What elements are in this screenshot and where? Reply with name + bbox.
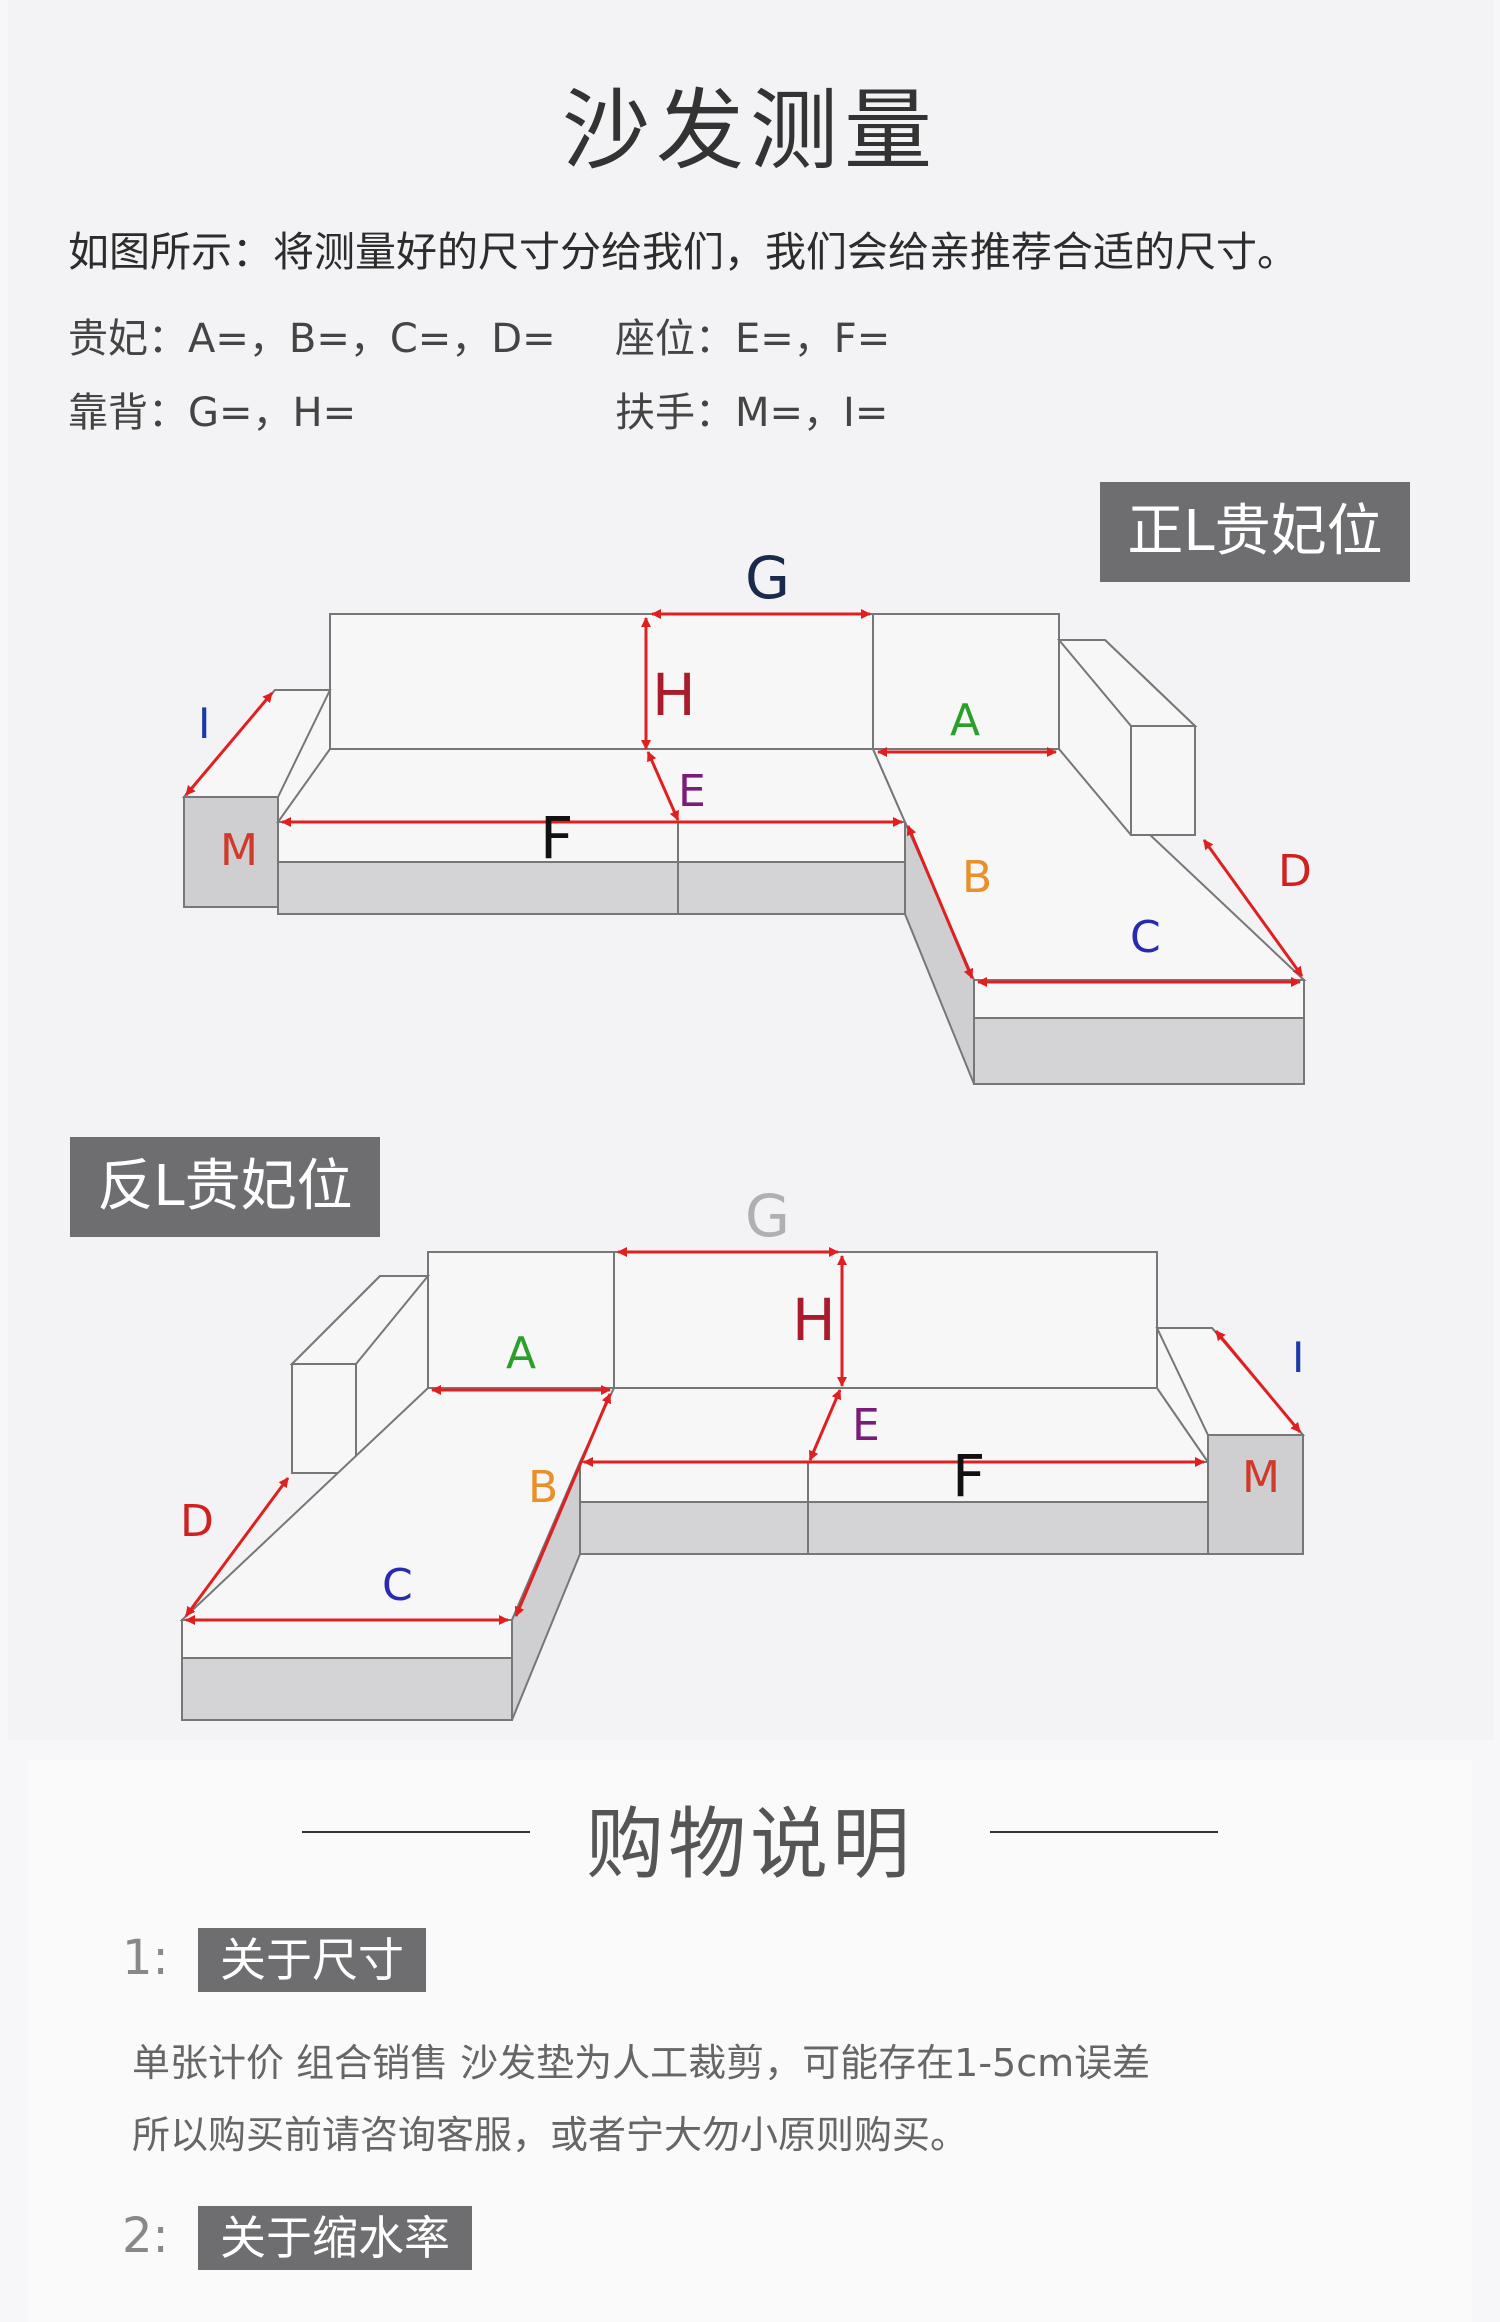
step1-badge: 关于尺寸	[198, 1928, 426, 1992]
label-E: E	[678, 766, 706, 817]
label-I: I	[1292, 1333, 1304, 1382]
label-F: F	[952, 1442, 985, 1510]
field-back: 靠背：G=，H=	[68, 390, 357, 436]
label-B: B	[528, 1462, 558, 1513]
label-H: H	[792, 1286, 836, 1354]
label-A: A	[506, 1328, 536, 1379]
field-chaise: 贵妃：A=，B=，C=，D=	[68, 316, 556, 362]
step1-line1: 单张计价 组合销售 沙发垫为人工裁剪，可能存在1-5cm误差	[132, 2041, 1151, 2085]
label-G: G	[745, 544, 790, 612]
label-D: D	[1278, 846, 1312, 897]
step2-number: 2:	[122, 2208, 169, 2264]
back-cushion-1	[427, 1251, 615, 1389]
step1-line2: 所以购买前请咨询客服，或者宁大勿小原则购买。	[132, 2113, 969, 2157]
shopping-title: 购物说明	[585, 1800, 914, 1890]
back-cushion-2	[613, 1251, 1158, 1389]
label-D: D	[180, 1496, 214, 1547]
field-arm: 扶手：M=，I=	[615, 390, 889, 436]
label-G: G	[745, 1182, 790, 1250]
field-seat: 座位：E=，F=	[615, 316, 891, 362]
diagram-left-l: G H E F I M A B C D	[179, 1182, 1306, 1721]
intro-text: 如图所示：将测量好的尺寸分给我们，我们会给亲推荐合适的尺寸。	[68, 228, 1298, 276]
label-E: E	[852, 1400, 880, 1451]
step1-number: 1:	[122, 1930, 169, 1986]
label-C: C	[1130, 912, 1161, 963]
label-H: H	[652, 661, 696, 729]
title-rule-right	[990, 1831, 1218, 1833]
label-B: B	[962, 852, 992, 903]
label-M: M	[1242, 1452, 1280, 1503]
label-A: A	[950, 695, 980, 746]
label-F: F	[540, 804, 573, 872]
badge-right-l: 正L贵妃位	[1100, 482, 1410, 582]
step2-badge: 关于缩水率	[198, 2206, 472, 2270]
diagram-right-l: G H E F I M A B C D	[181, 544, 1312, 1085]
badge-left-l: 反L贵妃位	[70, 1137, 380, 1237]
label-I: I	[198, 699, 210, 748]
label-M: M	[220, 825, 258, 876]
title-rule-left	[302, 1831, 530, 1833]
page-title: 沙发测量	[561, 79, 938, 182]
label-C: C	[382, 1560, 413, 1611]
back-cushion-1	[329, 613, 874, 750]
